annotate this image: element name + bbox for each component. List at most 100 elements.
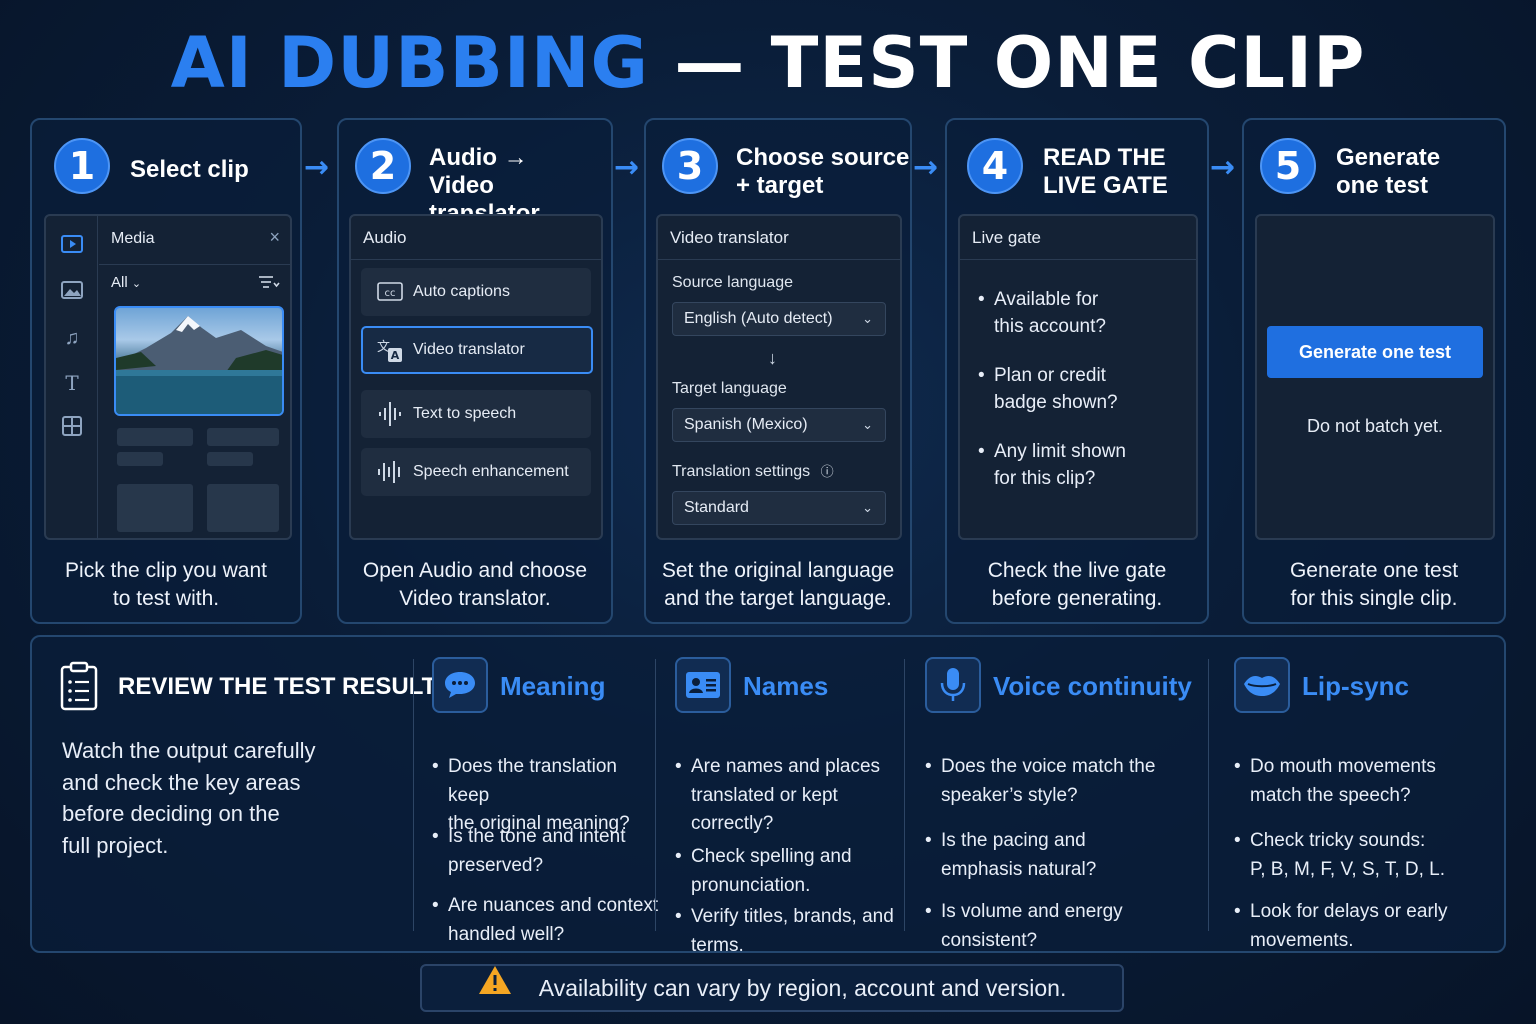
step-3-caption-line2: and the target language. <box>664 587 892 610</box>
menu-item-auto-captions[interactable]: cc Auto captions <box>361 268 591 316</box>
bullet-line: consistent? <box>941 929 1038 951</box>
step-4-caption-line2: before generating. <box>991 587 1163 610</box>
review-text-line: Watch the output carefully <box>62 738 316 763</box>
bullet-line: preserved? <box>448 854 544 876</box>
step-5-title-line1: Generate <box>1336 144 1441 171</box>
menu-item-label: Speech enhancement <box>413 463 569 480</box>
review-text-line: and check the key areas <box>62 769 301 795</box>
video-icon[interactable] <box>60 234 84 258</box>
step-3-caption: Set the original language and the target… <box>646 557 910 613</box>
step-2-badge: 2 <box>355 138 411 194</box>
target-language-select[interactable]: Spanish (Mexico) ⌄ <box>672 408 886 442</box>
names-bullet: Are names and places translated or kept … <box>675 753 905 839</box>
arrow-right-icon: → <box>1210 150 1236 185</box>
step-2-card: 2 Audio → Video translator Audio cc Auto… <box>337 118 613 624</box>
review-text-line: before deciding on the <box>62 801 280 826</box>
chevron-down-icon: ⌄ <box>862 311 873 326</box>
translation-settings-select[interactable]: Standard ⌄ <box>672 491 886 525</box>
voice-bullet: Is the pacing and emphasis natural? <box>925 827 1165 884</box>
source-language-select[interactable]: English (Auto detect) ⌄ <box>672 302 886 336</box>
lip-sync-bullet: Check tricky sounds: P, B, M, F, V, S, T… <box>1234 827 1474 884</box>
grid-icon[interactable] <box>60 416 84 440</box>
bullet-line: Check tricky sounds: <box>1250 830 1426 851</box>
music-icon[interactable]: ♫ <box>64 327 80 349</box>
meaning-heading: Meaning <box>500 671 606 701</box>
availability-note: Availability can vary by region, account… <box>420 964 1124 1012</box>
target-language-value: Spanish (Mexico) <box>684 416 808 433</box>
arrow-right-icon: → <box>304 150 330 185</box>
media-filter[interactable]: All ⌄ <box>111 274 141 291</box>
step-4-badge: 4 <box>967 138 1023 194</box>
title-rest: — TEST ONE CLIP <box>674 22 1366 104</box>
bullet-line: Do mouth movements <box>1250 756 1436 777</box>
lip-sync-bullet: Look for delays or early movements. <box>1234 898 1474 955</box>
step-1-badge: 1 <box>54 138 110 194</box>
sort-filter-icon[interactable] <box>258 274 280 295</box>
gate-item-availability: Available for this account? <box>978 286 1106 340</box>
clip-thumbnail[interactable] <box>114 306 284 416</box>
step-2-caption: Open Audio and choose Video translator. <box>339 557 611 613</box>
step-4-caption-line1: Check the live gate <box>987 559 1167 582</box>
arrow-right-icon: → <box>614 150 640 185</box>
waveform-icon <box>375 392 405 454</box>
step-4-title-line2: LIVE GATE <box>1043 172 1168 199</box>
review-description: Watch the output carefully and check the… <box>62 735 382 861</box>
lip-sync-heading: Lip-sync <box>1302 671 1409 701</box>
step-5-card: 5 Generate one test Generate one test Do… <box>1242 118 1506 624</box>
bullet-line: Are nuances and context <box>448 895 659 916</box>
step-1-caption: Pick the clip you want to test with. <box>32 557 300 613</box>
lips-icon <box>1234 657 1290 713</box>
bullet-line: pronunciation. <box>691 874 811 896</box>
do-not-batch-note: Do not batch yet. <box>1306 416 1444 436</box>
voice-continuity-heading: Voice continuity <box>993 671 1192 701</box>
step-5-badge: 5 <box>1260 138 1316 194</box>
review-title: REVIEW THE TEST RESULT <box>118 673 437 700</box>
generate-one-test-button[interactable]: Generate one test <box>1267 326 1483 378</box>
names-bullet: Check spelling and pronunciation. <box>675 843 905 900</box>
arrow-down-icon: ↓ <box>768 348 777 368</box>
source-language-value: English (Auto detect) <box>684 310 833 327</box>
step-5-caption: Generate one test for this single clip. <box>1244 557 1504 613</box>
audio-panel-header: Audio <box>351 216 601 260</box>
gate-item-plan-credit: Plan or credit badge shown? <box>978 362 1118 416</box>
chat-bubble-icon <box>432 657 488 713</box>
menu-item-label: Text to speech <box>413 405 517 422</box>
image-icon[interactable] <box>60 280 84 304</box>
media-filter-label: All <box>111 274 128 291</box>
media-header: Media <box>111 230 155 247</box>
text-icon[interactable]: T <box>65 371 79 395</box>
live-gate-panel: Live gate Available for this account? Pl… <box>958 214 1198 540</box>
menu-item-speech-enhancement[interactable]: Speech enhancement <box>361 448 591 496</box>
warning-icon <box>478 965 512 1009</box>
bullet-line: emphasis natural? <box>941 858 1097 880</box>
gate-line: Available for <box>994 289 1099 310</box>
close-icon[interactable]: × <box>269 227 280 247</box>
step-3-caption-line1: Set the original language <box>661 559 895 582</box>
gate-line: badge shown? <box>994 392 1118 413</box>
step-4-title: READ THE LIVE GATE <box>1043 144 1168 200</box>
step-3-badge: 3 <box>662 138 718 194</box>
step-2-caption-line1: Open Audio and choose <box>362 559 588 582</box>
step-1-title: Select clip <box>130 156 249 183</box>
clipboard-icon <box>60 661 98 716</box>
voice-bullet: Does the voice match the speaker’s style… <box>925 753 1165 810</box>
menu-item-text-to-speech[interactable]: Text to speech <box>361 390 591 438</box>
step-3-title-line2: + target <box>736 172 824 199</box>
gate-item-limit: Any limit shown for this clip? <box>978 438 1126 492</box>
arrow-right-icon: → <box>913 150 939 185</box>
chevron-down-icon: ⌄ <box>131 278 142 290</box>
bullet-line: Is the pacing and <box>941 830 1086 851</box>
translator-panel-header: Video translator <box>658 216 900 260</box>
info-icon[interactable]: ⓘ <box>820 464 834 479</box>
svg-text:A: A <box>391 349 400 362</box>
step-5-title-line2: one test <box>1336 172 1429 199</box>
step-2-caption-line2: Video translator. <box>399 587 551 610</box>
step-2-title-line1: Audio → <box>429 144 528 171</box>
speech-wave-icon <box>375 450 405 512</box>
page-title: AI DUBBING — TEST ONE CLIP <box>0 22 1536 104</box>
step-5-title: Generate one test <box>1336 144 1440 200</box>
bullet-line: Look for delays or early <box>1250 901 1448 922</box>
